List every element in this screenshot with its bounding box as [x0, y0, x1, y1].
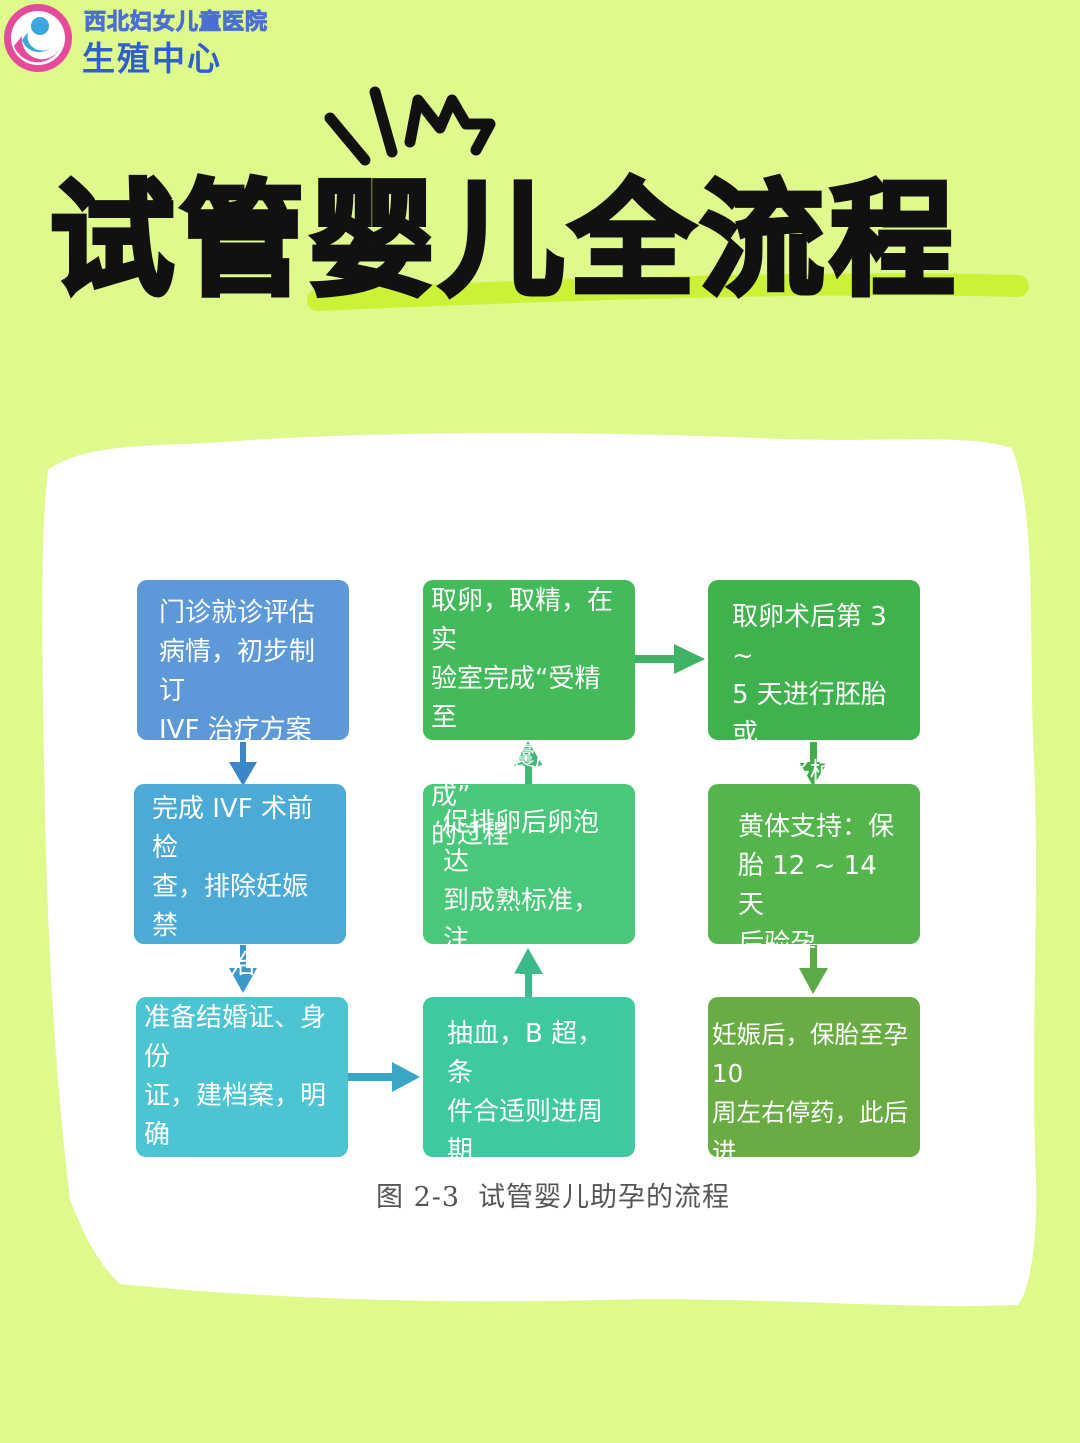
step-prepare-documents: 准备结婚证、身份 证，建档案，明确 IVF 治疗方案及进 周期时间 [136, 997, 348, 1267]
arrow-c2r2-to-c2r1 [514, 741, 543, 786]
sparkle-strokes-icon [307, 86, 1029, 311]
arrow-c3r1-to-c3r2 [799, 742, 828, 786]
step-embryo-transfer: 取卵术后第 3 ~ 5 天进行胚胎或 囊胚移植 [708, 580, 920, 788]
arrow-c1r3-to-c2r3 [347, 1062, 420, 1092]
step-preop-exam: 完成 IVF 术前检 查，排除妊娠禁 忌证，治疗异常 指标 [134, 784, 346, 1058]
step-blood-ultrasound: 抽血，B 超，条 件合适则进周期 启动促排卵 [423, 997, 635, 1205]
hospital-logo-mark-icon [4, 4, 72, 72]
step-egg-retrieval-lab: 取卵，取精，在实 验室完成“受精至 胚胎或囊胚形成” 的过程 [423, 580, 635, 850]
step-luteal-support: 黄体支持：保 胎 12 ~ 14 天 后验孕 [708, 784, 920, 959]
page-title: 试管婴儿全流程 [48, 169, 961, 313]
figure-caption: 图 2-3 试管婴儿助孕的流程 [376, 1175, 730, 1214]
arrow-c2r1-to-c3r1 [635, 644, 705, 674]
department-name: 生殖中心 [82, 39, 222, 78]
hospital-logo: 西北妇女儿童医院 生殖中心 [0, 0, 300, 80]
hospital-name: 西北妇女儿童医院 [83, 10, 269, 36]
figure-number: 图 2-3 [376, 1182, 461, 1213]
step-clinic-evaluation: 门诊就诊评估 病情，初步制订 IVF 治疗方案 [137, 580, 349, 745]
step-trigger-shot: 促排卵后卵泡达 到成熟标准，注 射夜针 [423, 784, 635, 994]
arrow-c2r3-to-c2r2 [514, 948, 543, 998]
step-pregnancy-followup: 妊娠后，保胎至孕 10 周左右停药，此后进 入产检至分娩的流程 [708, 997, 920, 1244]
arrow-c3r2-to-c3r3 [799, 945, 828, 994]
arrow-c1r1-to-c1r2 [229, 742, 257, 786]
figure-caption-text: 试管婴儿助孕的流程 [478, 1182, 731, 1213]
arrow-c1r2-to-c1r3 [229, 945, 257, 993]
